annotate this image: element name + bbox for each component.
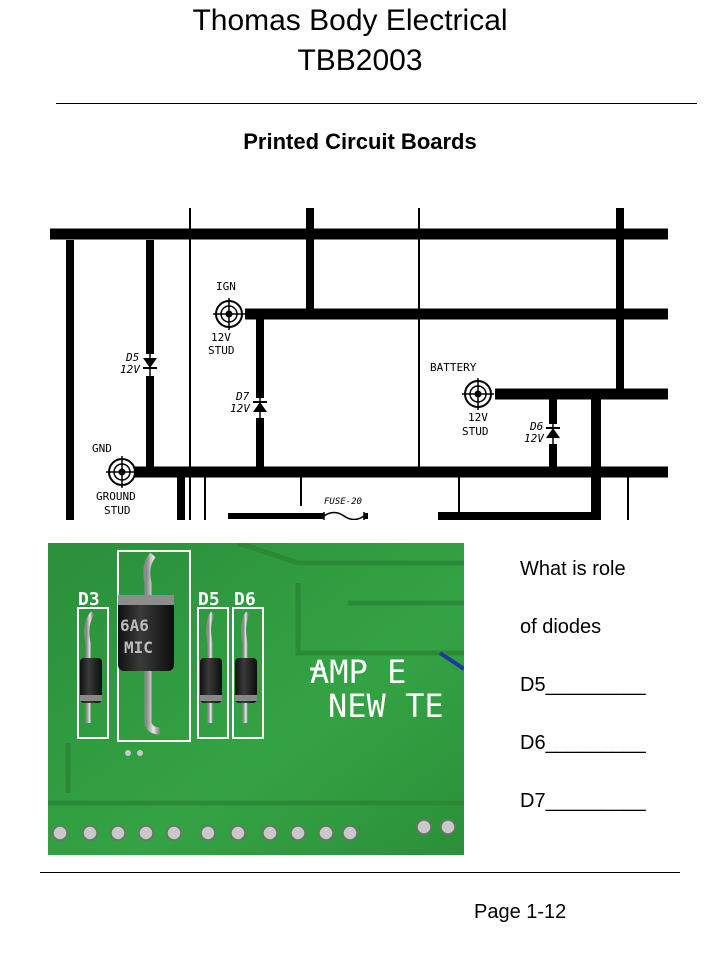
pcb-d5-label: D5 (198, 589, 220, 610)
footer-divider (40, 872, 680, 873)
d7-voltage: 12V (230, 402, 251, 415)
battery-stud-label: STUD (462, 425, 489, 438)
course-code: TBB2003 (297, 44, 423, 77)
diode-d5-symbol (143, 354, 157, 376)
ground-stud-icon (106, 456, 138, 488)
fuse-icon (323, 511, 365, 520)
ign-stud-label: STUD (208, 344, 235, 357)
d5-voltage: 12V (120, 363, 141, 376)
pcb-new-text: NEW TE (328, 687, 444, 725)
pcb-d6-label: D6 (234, 589, 256, 610)
pcb-diode-d5 (200, 611, 222, 723)
large-diode-marking-1: 6A6 (120, 616, 149, 635)
diode-d6-symbol (546, 424, 560, 444)
pcb-diode-d6 (235, 611, 257, 723)
question-d6: D6_________ (520, 732, 646, 754)
d6-label: D6 (529, 420, 544, 433)
fuse-label: FUSE-20 (324, 497, 362, 507)
section-subtitle: Printed Circuit Boards (243, 129, 477, 154)
d5-label: D5 (125, 351, 139, 364)
question-d5: D5_________ (520, 674, 646, 696)
battery-label: BATTERY (430, 361, 477, 374)
d6-voltage: 12V (524, 432, 545, 445)
pcb-diode-d3 (80, 611, 102, 723)
ign-stud-icon (213, 298, 245, 330)
circuit-schematic: IGN 12V STUD D5 12V D7 12V BATTERY 12V S… (50, 208, 668, 520)
ground-stud-label-2: STUD (104, 504, 131, 517)
battery-stud-voltage: 12V (468, 411, 488, 424)
pcb-d3-label: D3 (78, 589, 100, 610)
gnd-label: GND (92, 442, 112, 455)
ground-stud-label: GROUND (96, 490, 136, 503)
diode-d7-symbol (253, 398, 267, 418)
question-line-1: What is role (520, 558, 626, 580)
pcb-photo: D3 D5 D6 AMP E NEW TE 6A6 MIC (48, 543, 464, 855)
question-line-2: of diodes (520, 616, 602, 638)
d7-label: D7 (235, 390, 250, 403)
pcb-large-diode: 6A6 MIC (118, 552, 174, 735)
ign-label: IGN (216, 280, 236, 293)
document-title: Thomas Body Electrical (192, 4, 508, 37)
question-d7: D7_________ (520, 790, 646, 812)
page-number: Page 1-12 (474, 901, 567, 923)
pcb-amp-text: AMP E (310, 653, 406, 691)
battery-stud-icon (462, 378, 494, 410)
header-divider (56, 103, 697, 104)
large-diode-marking-2: MIC (124, 638, 153, 657)
ign-stud-voltage: 12V (211, 331, 231, 344)
